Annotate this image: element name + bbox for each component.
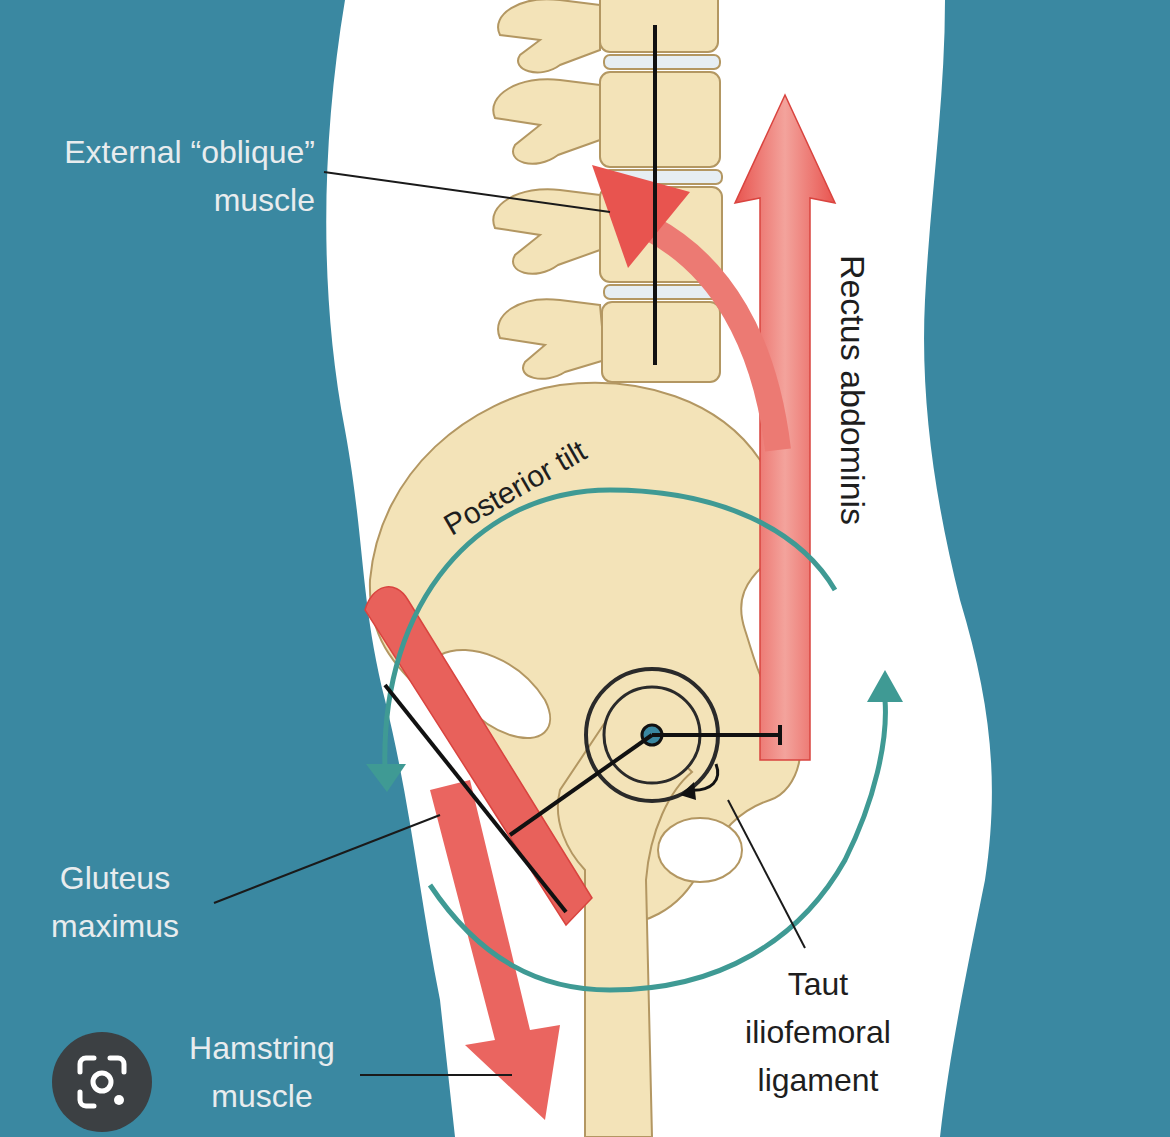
intervertebral-disc <box>604 55 720 69</box>
external-oblique-arrow <box>650 228 778 450</box>
obturator-foramen <box>658 818 742 882</box>
vertebral-body <box>600 0 718 52</box>
lens-icon <box>52 1032 152 1132</box>
moment-arm-tick <box>778 725 782 745</box>
muscle-label: External “oblique” muscle <box>15 128 315 224</box>
leader-lines <box>214 172 805 1075</box>
body-silhouette <box>326 0 992 1137</box>
lens-icon-frame <box>80 1058 124 1106</box>
moment-lines <box>385 25 782 912</box>
hamstring-arrow <box>430 780 560 1120</box>
leader-line <box>728 800 805 948</box>
vertebral-body <box>600 72 720 167</box>
tilt-arrowhead <box>366 764 406 792</box>
lens-icon-disc <box>52 1032 152 1132</box>
muscle-label: Gluteus maximus <box>15 854 215 950</box>
vertebral-body <box>602 302 720 382</box>
moment-arm <box>510 735 652 835</box>
vertebral-process <box>498 0 600 72</box>
moment-arm <box>652 733 782 737</box>
lumbar-spine <box>493 0 722 382</box>
leader-line <box>360 1074 512 1076</box>
leader-line <box>214 815 440 903</box>
leader-line <box>324 172 610 212</box>
lens-icon-eye <box>93 1073 111 1091</box>
vertebral-process <box>493 189 600 274</box>
tilt-arrowhead <box>867 670 903 702</box>
gravity-line <box>653 25 657 365</box>
tilt-arc <box>430 700 885 990</box>
vertebral-process <box>498 299 605 379</box>
ligament-arrowhead <box>680 782 696 800</box>
muscle-line <box>385 685 566 912</box>
external-oblique-arrowhead <box>592 165 690 268</box>
ligament-label: Taut iliofemoral ligament <box>713 960 923 1104</box>
muscle-label: Rectus abdominis <box>833 255 873 525</box>
muscle-label: Hamstring muscle <box>162 1024 362 1120</box>
lens-icon-dot <box>114 1095 124 1105</box>
vertebral-process <box>493 79 600 164</box>
